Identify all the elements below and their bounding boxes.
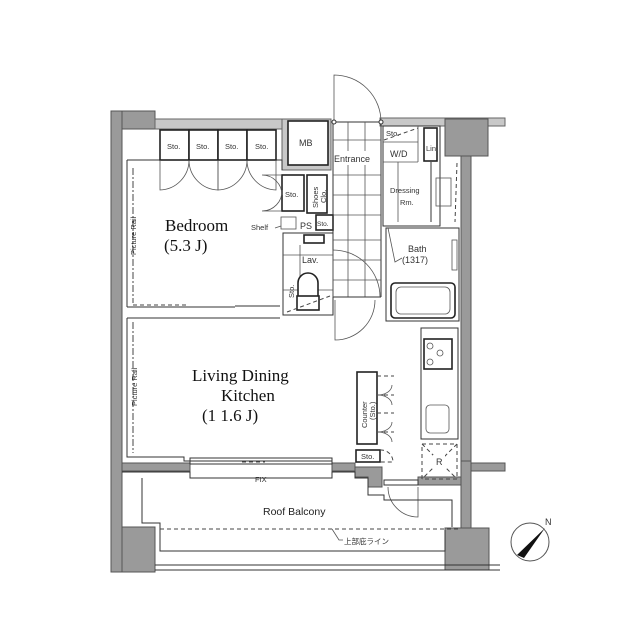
meter-box: MB (287, 120, 329, 166)
counter-sto-label: (Sto.) (368, 401, 377, 420)
fix-window-label: FIX (255, 475, 267, 484)
entrance-area: Entrance (331, 74, 384, 341)
mb-label: MB (299, 138, 313, 148)
storage-label: Sto. (386, 129, 399, 138)
refrigerator-label: R (436, 457, 443, 467)
bath: Bath (1317) (385, 227, 460, 322)
shoes-label: Shoes (311, 186, 320, 208)
ldk-name-2: Kitchen (221, 386, 275, 405)
balcony-name: Roof Balcony (263, 506, 326, 518)
storage-label: Sto. (255, 142, 268, 151)
storage-label: Sto. (167, 142, 180, 151)
eave-line-label: 上部庇ライン (344, 536, 389, 546)
entry-storage: Sto. Shoes Clo. Sto. PS Shelf (251, 174, 334, 232)
compass-north-arrow: N (510, 517, 552, 562)
bath-label: Bath (408, 244, 427, 254)
ldk-size: (1 1.6 J) (202, 406, 258, 425)
living-dining-kitchen: Picture Rail FIX Living Dining Kitchen (… (126, 317, 333, 484)
storage-label: Sto. (225, 142, 238, 151)
lavatory: Lav. Sto. (282, 232, 334, 316)
dressing-label: Dressing (390, 186, 420, 195)
ldk-name: Living Dining (192, 366, 289, 385)
wd-label: W/D (390, 149, 408, 159)
bath-size-label: (1317) (402, 255, 428, 265)
ps-label: PS (300, 221, 312, 231)
compass-north-label: N (545, 517, 552, 527)
counter-label: Counter (360, 401, 369, 428)
roof-balcony: 上部庇ライン Roof Balcony (122, 471, 460, 552)
entrance-label: Entrance (334, 154, 370, 164)
shoes-clo-label: Clo. (319, 190, 328, 203)
storage-label: Sto. (285, 190, 298, 199)
bedroom-name: Bedroom (165, 216, 228, 235)
shelf-label: Shelf (251, 223, 269, 232)
picture-rail-label-ldk: Picture Rail (130, 367, 139, 406)
bedroom-size: (5.3 J) (164, 236, 207, 255)
kitchen: R Counter (Sto.) Sto. (355, 327, 459, 518)
storage-label: Sto. (287, 285, 296, 298)
picture-rail-label-bedroom: Picture Rail (129, 216, 138, 255)
storage-label: Sto. (196, 142, 209, 151)
dressing-room: Sto. W/D Lin. Dressing Rm. (382, 125, 458, 227)
linen-label: Lin. (426, 144, 438, 153)
dressing-rm-label: Rm. (400, 198, 414, 207)
storage-label: Sto. (361, 452, 374, 461)
lav-label: Lav. (302, 255, 318, 265)
storage-label: Sto. (317, 221, 329, 228)
bedroom-storage: Sto. Sto. Sto. Sto. (159, 129, 277, 191)
